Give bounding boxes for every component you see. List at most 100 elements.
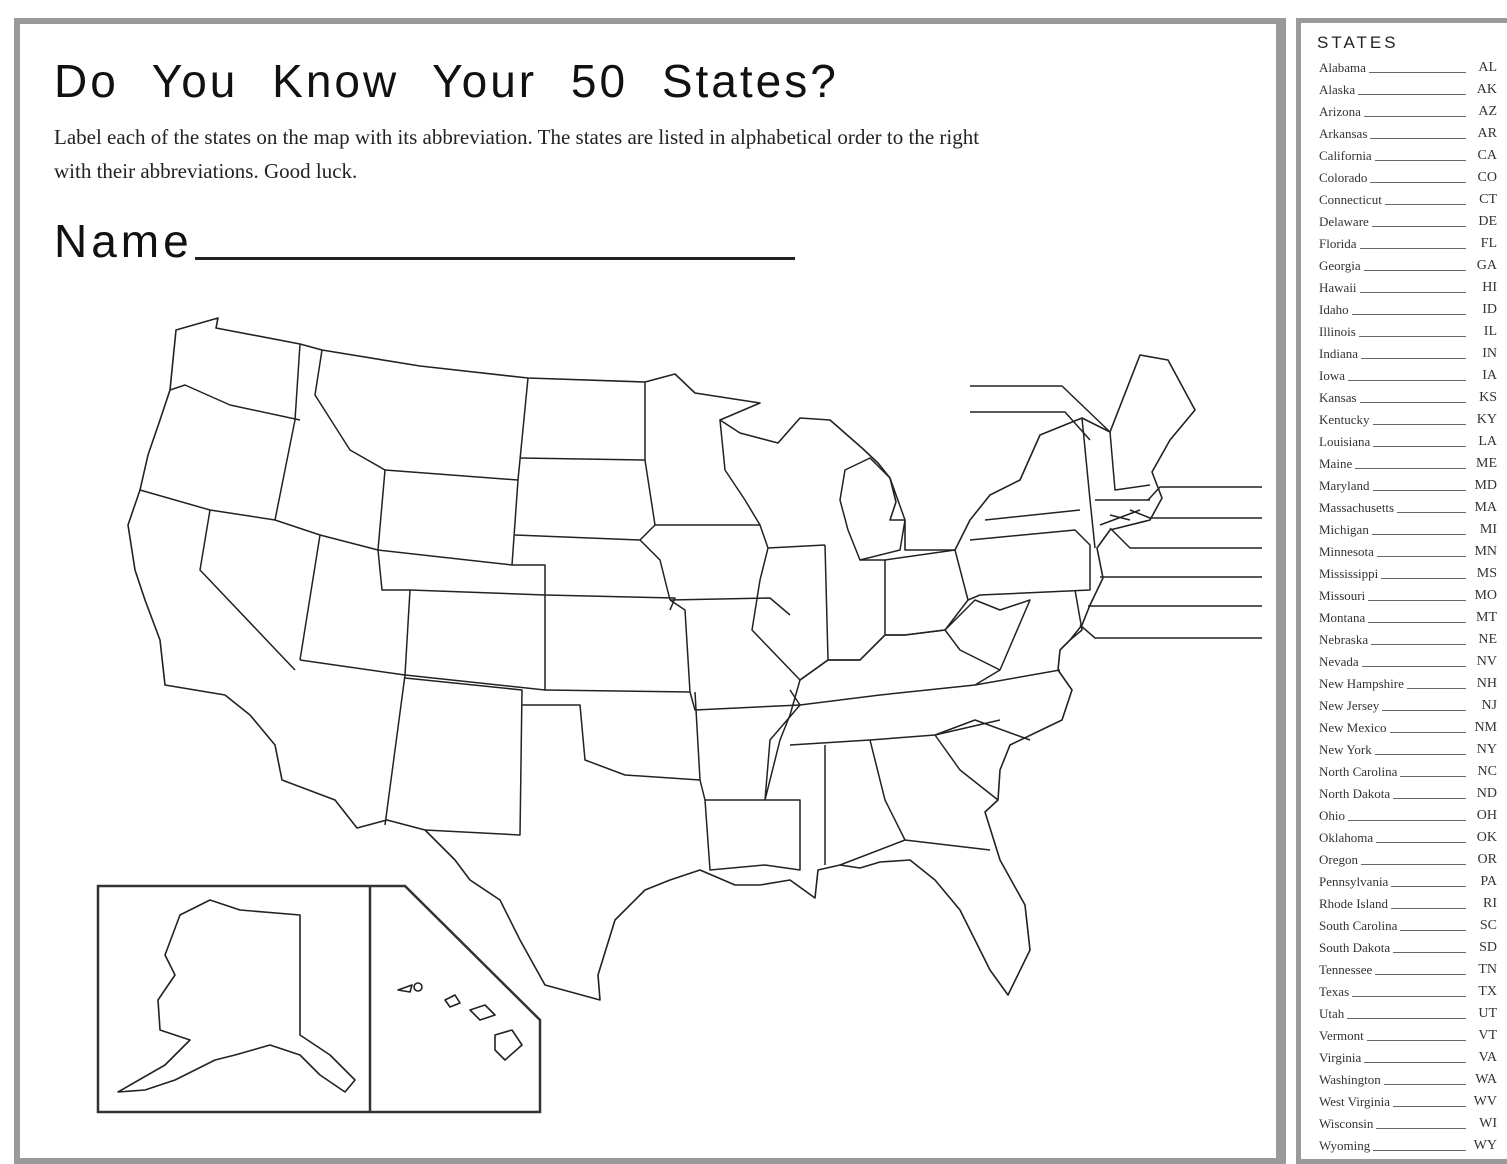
state-abbreviation: MA (1474, 500, 1497, 515)
state-abbreviation: WA (1475, 1072, 1497, 1087)
al-ga-border (869, 739, 906, 841)
ne-ia-border (639, 539, 671, 601)
hawaii-island-4 (469, 1004, 496, 1021)
inset-panel (96, 884, 542, 1114)
new-england-borders (1095, 431, 1151, 521)
state-abbreviation: TX (1478, 984, 1497, 999)
state-leader (1358, 335, 1466, 337)
state-leader (1359, 401, 1466, 403)
id-mt-border (314, 349, 386, 471)
or-ca-border (139, 489, 276, 521)
nd-sd-border (519, 457, 646, 461)
state-leader (1368, 599, 1466, 601)
state-abbreviation: NH (1476, 676, 1497, 691)
state-name: New Jersey (1319, 698, 1380, 713)
state-name: Utah (1319, 1006, 1345, 1021)
state-abbreviation: UT (1478, 1006, 1497, 1021)
state-leader (1400, 775, 1466, 777)
state-leader (1348, 819, 1466, 821)
state-abbreviation: KY (1476, 412, 1497, 427)
long-island (1099, 509, 1141, 526)
ga-sc-border (934, 734, 999, 801)
state-abbreviation: DE (1478, 214, 1497, 229)
state-name: Indiana (1319, 346, 1358, 361)
state-leader (1370, 137, 1466, 139)
fl-panhandle-border (839, 839, 991, 866)
state-borders (139, 343, 1151, 871)
leader-line-3 (1147, 486, 1262, 501)
state-name: North Carolina (1319, 764, 1398, 779)
state-name: Missouri (1319, 588, 1366, 603)
state-name: Minnesota (1319, 544, 1374, 559)
state-leader (1393, 1105, 1466, 1107)
state-abbreviation: LA (1478, 434, 1497, 449)
ks-ok-border (544, 599, 691, 693)
state-leader (1372, 489, 1466, 491)
leader-line-4 (1129, 509, 1262, 519)
nm-tx-border (404, 677, 523, 836)
state-abbreviation: RI (1483, 896, 1497, 911)
state-name: Massachusetts (1319, 500, 1395, 515)
state-list-item: Massachusetts MA (1319, 497, 1497, 519)
state-leader (1352, 995, 1466, 997)
state-abbreviation: OK (1476, 830, 1497, 845)
state-list-item: Kentucky KY (1319, 409, 1497, 431)
il-in-border (799, 544, 829, 681)
state-abbreviation: ND (1476, 786, 1497, 801)
state-abbreviation: NY (1476, 742, 1497, 757)
state-leader (1347, 1017, 1466, 1019)
state-name: Illinois (1319, 324, 1356, 339)
mt-dakota-border (517, 377, 529, 481)
state-name: West Virginia (1319, 1094, 1390, 1109)
state-abbreviation: WI (1479, 1116, 1497, 1131)
state-leader (1376, 555, 1466, 557)
ar-la-border (699, 704, 801, 801)
state-abbreviation: HI (1482, 280, 1497, 295)
state-list-item: Rhode Island RI (1319, 893, 1497, 915)
state-leader (1361, 665, 1466, 667)
state-abbreviation: SD (1479, 940, 1497, 955)
state-abbreviation: GA (1476, 258, 1497, 273)
az-nm-border (384, 674, 406, 826)
mn-wi-border (719, 419, 761, 526)
mn-ia-border (655, 524, 769, 549)
state-name: Florida (1319, 236, 1357, 251)
state-name: Mississippi (1319, 566, 1379, 581)
state-name: Kentucky (1319, 412, 1370, 427)
state-leader (1368, 71, 1466, 73)
state-abbreviation: IL (1483, 324, 1497, 339)
state-leader (1361, 863, 1466, 865)
state-leader (1397, 511, 1466, 513)
ok-tx-border (522, 691, 701, 781)
state-name: Rhode Island (1319, 896, 1388, 911)
state-abbreviation: VA (1478, 1050, 1497, 1065)
state-name: South Carolina (1319, 918, 1398, 933)
pa-border (967, 529, 1091, 601)
inset-frame (96, 884, 542, 1114)
state-leader (1355, 467, 1466, 469)
state-abbreviation: NV (1476, 654, 1497, 669)
name-label: Name (54, 215, 193, 267)
wi-il-border (767, 544, 826, 549)
hawaii-island-3 (444, 994, 461, 1008)
name-answer-line[interactable] (194, 257, 795, 260)
state-name: Arizona (1319, 104, 1361, 119)
state-leader (1389, 731, 1466, 733)
state-abbreviation: CT (1479, 192, 1497, 207)
state-leader (1348, 379, 1466, 381)
state-leader (1371, 225, 1466, 227)
